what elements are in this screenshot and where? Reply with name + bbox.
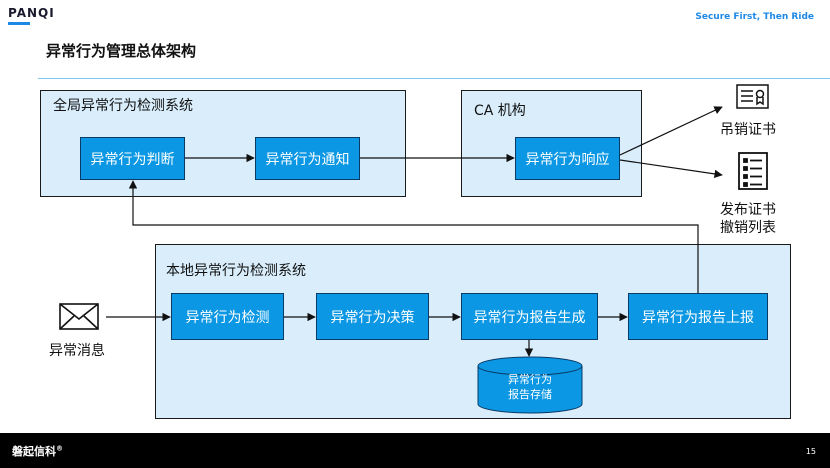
revoke-cert-label: 吊销证书	[720, 122, 776, 138]
brand-logo: PANQI	[8, 6, 55, 20]
local-detection-label: 本地异常行为检测系统	[166, 263, 306, 279]
ca-label: CA 机构	[474, 103, 526, 119]
anomaly-message-label: 异常消息	[49, 343, 105, 359]
arrow-response-to-crl	[619, 159, 723, 179]
footer-bar	[0, 433, 830, 468]
logo-underline	[8, 22, 30, 25]
arrow-upload-to-judgment	[128, 180, 699, 293]
certificate-icon	[736, 84, 769, 109]
crl-label-line1: 发布证书	[720, 202, 776, 218]
envelope-icon	[59, 303, 99, 330]
storage-cylinder-icon	[477, 356, 583, 414]
global-detection-label: 全局异常行为检测系统	[53, 98, 193, 114]
title-divider	[38, 78, 830, 79]
node-response: 异常行为响应	[515, 137, 620, 180]
page-number: 15	[805, 447, 816, 456]
node-judgment: 异常行为判断	[80, 137, 185, 180]
storage-label: 异常行为 报告存储	[478, 372, 582, 402]
footer-brand: 磐起信科®	[12, 443, 63, 459]
list-document-icon	[738, 152, 768, 190]
node-decision: 异常行为决策	[316, 293, 429, 340]
tagline: Secure First, Then Ride	[695, 12, 814, 22]
crl-label-line2: 撤销列表	[720, 220, 776, 236]
node-notification: 异常行为通知	[255, 137, 360, 180]
footer-brand-text: 磐起信科	[12, 445, 56, 458]
node-report-upload: 异常行为报告上报	[628, 293, 768, 340]
registered-mark-icon: ®	[56, 444, 63, 453]
node-detection: 异常行为检测	[171, 293, 284, 340]
arrow-response-to-revoke	[619, 106, 723, 156]
storage-label-line2: 报告存储	[508, 388, 552, 401]
storage-label-line1: 异常行为	[508, 373, 552, 386]
node-report-generation: 异常行为报告生成	[461, 293, 598, 340]
page-title: 异常行为管理总体架构	[46, 42, 197, 60]
